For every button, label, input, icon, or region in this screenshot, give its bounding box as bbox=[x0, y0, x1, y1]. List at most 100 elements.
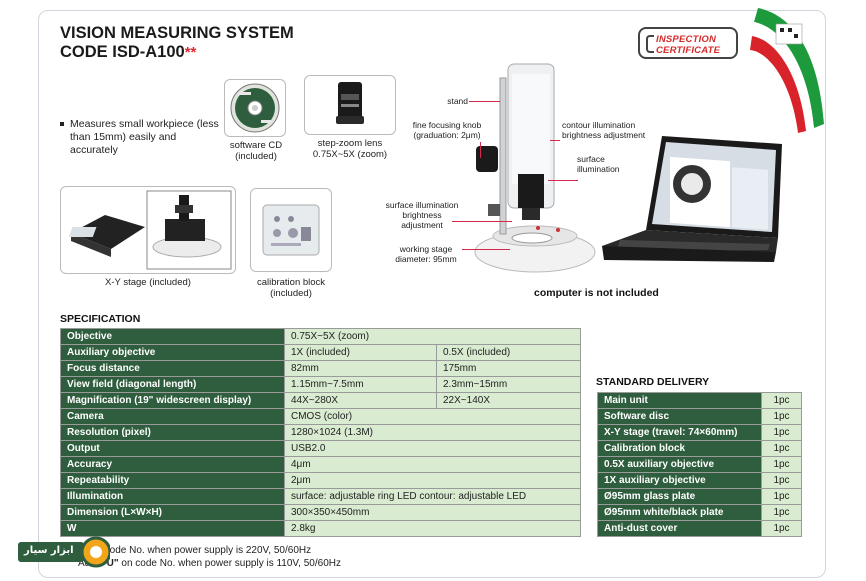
callout-surface-brightness: surface illumination brightness adjustme… bbox=[385, 200, 459, 230]
shop-logo-icon bbox=[18, 536, 112, 568]
delivery-qty: 1pc bbox=[761, 504, 802, 521]
spec-key: Dimension (L×W×H) bbox=[60, 504, 285, 521]
bullet-dot bbox=[60, 122, 64, 126]
xy-stage-icon bbox=[68, 190, 232, 270]
delivery-qty: 1pc bbox=[761, 440, 802, 457]
footnote-220v-text: on code No. when power supply is 220V, 5… bbox=[88, 545, 312, 556]
title-line-2: CODE ISD-A100** bbox=[60, 43, 294, 62]
spec-value-alt: 22X~140X bbox=[436, 392, 581, 409]
spec-value: 0.75X~5X (zoom) bbox=[284, 328, 581, 345]
spec-value-alt: 2.3mm~15mm bbox=[436, 376, 581, 393]
product-code: CODE ISD-A100 bbox=[60, 43, 185, 61]
spec-value: surface: adjustable ring LED contour: ad… bbox=[284, 488, 581, 505]
feature-bullet: Measures small workpiece (less than 15mm… bbox=[60, 118, 220, 157]
spec-value: 1.15mm~7.5mm bbox=[284, 376, 437, 393]
spec-key: Illumination bbox=[60, 488, 285, 505]
delivery-qty: 1pc bbox=[761, 408, 802, 425]
footnote-220v: -P on code No. when power supply is 220V… bbox=[78, 545, 311, 556]
spec-row: Magnification (19" widescreen display)44… bbox=[60, 392, 581, 409]
xy-stage-box bbox=[60, 186, 236, 274]
delivery-qty: 1pc bbox=[761, 392, 802, 409]
spec-key: Resolution (pixel) bbox=[60, 424, 285, 441]
leader-surface-brightness bbox=[452, 221, 512, 222]
delivery-qty: 1pc bbox=[761, 472, 802, 489]
spec-key: Repeatability bbox=[60, 472, 285, 489]
calibration-block-caption: calibration block (included) bbox=[256, 277, 326, 299]
delivery-item: Calibration block bbox=[597, 440, 762, 457]
spec-value: USB2.0 bbox=[284, 440, 581, 457]
spec-value: 1280×1024 (1.3M) bbox=[284, 424, 581, 441]
spec-key: Focus distance bbox=[60, 360, 285, 377]
spec-value: 4μm bbox=[284, 456, 581, 473]
delivery-item: Software disc bbox=[597, 408, 762, 425]
title-line-1: VISION MEASURING SYSTEM bbox=[60, 24, 294, 42]
delivery-item: X-Y stage (travel: 74×60mm) bbox=[597, 424, 762, 441]
spec-value: 2μm bbox=[284, 472, 581, 489]
callout-fine-focusing-knob: fine focusing knob (graduation: 2μm) bbox=[412, 120, 482, 140]
spec-row: Dimension (L×W×H)300×350×450mm bbox=[60, 504, 581, 521]
title-stars: ** bbox=[184, 44, 197, 61]
shop-name: ابزار سیار bbox=[24, 545, 74, 556]
certificate-line-1: INSPECTION bbox=[656, 34, 717, 45]
software-cd-box bbox=[224, 79, 286, 137]
inspection-certificate-badge: INSPECTION CERTIFICATE bbox=[638, 27, 738, 59]
callout-stand: stand bbox=[447, 96, 468, 106]
spec-key: Objective bbox=[60, 328, 285, 345]
spec-key: View field (diagonal length) bbox=[60, 376, 285, 393]
leader-stand bbox=[469, 101, 500, 102]
leader-fine-focusing bbox=[480, 142, 481, 158]
zoom-lens-caption: step-zoom lens 0.75X~5X (zoom) bbox=[312, 138, 388, 160]
delivery-item: Ø95mm glass plate bbox=[597, 488, 762, 505]
delivery-item: 1X auxiliary objective bbox=[597, 472, 762, 489]
spec-key: Auxiliary objective bbox=[60, 344, 285, 361]
spec-value-alt: 175mm bbox=[436, 360, 581, 377]
delivery-qty: 1pc bbox=[761, 456, 802, 473]
zoom-lens-icon bbox=[336, 82, 364, 124]
delivery-qty: 1pc bbox=[761, 488, 802, 505]
spec-row: View field (diagonal length)1.15mm~7.5mm… bbox=[60, 376, 581, 393]
leader-contour bbox=[550, 140, 560, 141]
footnote-110v-text: on code No. when power supply is 110V, 5… bbox=[118, 558, 341, 569]
footnote-110v-code: "-U" bbox=[98, 558, 119, 569]
software-cd-icon bbox=[230, 83, 280, 133]
software-cd-caption: software CD (included) bbox=[229, 140, 283, 162]
delivery-qty: 1pc bbox=[761, 424, 802, 441]
spec-key: Output bbox=[60, 440, 285, 457]
spec-value: 2.8kg bbox=[284, 520, 581, 537]
delivery-item: Anti-dust cover bbox=[597, 520, 762, 537]
delivery-item: 0.5X auxiliary objective bbox=[597, 456, 762, 473]
xy-stage-caption: X-Y stage (included) bbox=[105, 277, 191, 288]
specification-title: SPECIFICATION bbox=[60, 313, 141, 325]
delivery-row: X-Y stage (travel: 74×60mm)1pc bbox=[597, 424, 802, 441]
shop-watermark: ابزار سیار bbox=[10, 530, 112, 574]
leader-working-stage bbox=[462, 249, 510, 250]
delivery-qty: 1pc bbox=[761, 520, 802, 537]
leader-surface bbox=[548, 180, 578, 181]
page-title: VISION MEASURING SYSTEM CODE ISD-A100** bbox=[60, 24, 294, 62]
spec-value: CMOS (color) bbox=[284, 408, 581, 425]
spec-value: 1X (included) bbox=[284, 344, 437, 361]
delivery-item: Ø95mm white/black plate bbox=[597, 504, 762, 521]
callout-working-stage: working stage diameter: 95mm bbox=[395, 244, 457, 264]
calibration-block-icon bbox=[262, 204, 320, 256]
certificate-line-2: CERTIFICATE bbox=[656, 45, 721, 56]
certificate-bracket-icon bbox=[646, 35, 654, 53]
